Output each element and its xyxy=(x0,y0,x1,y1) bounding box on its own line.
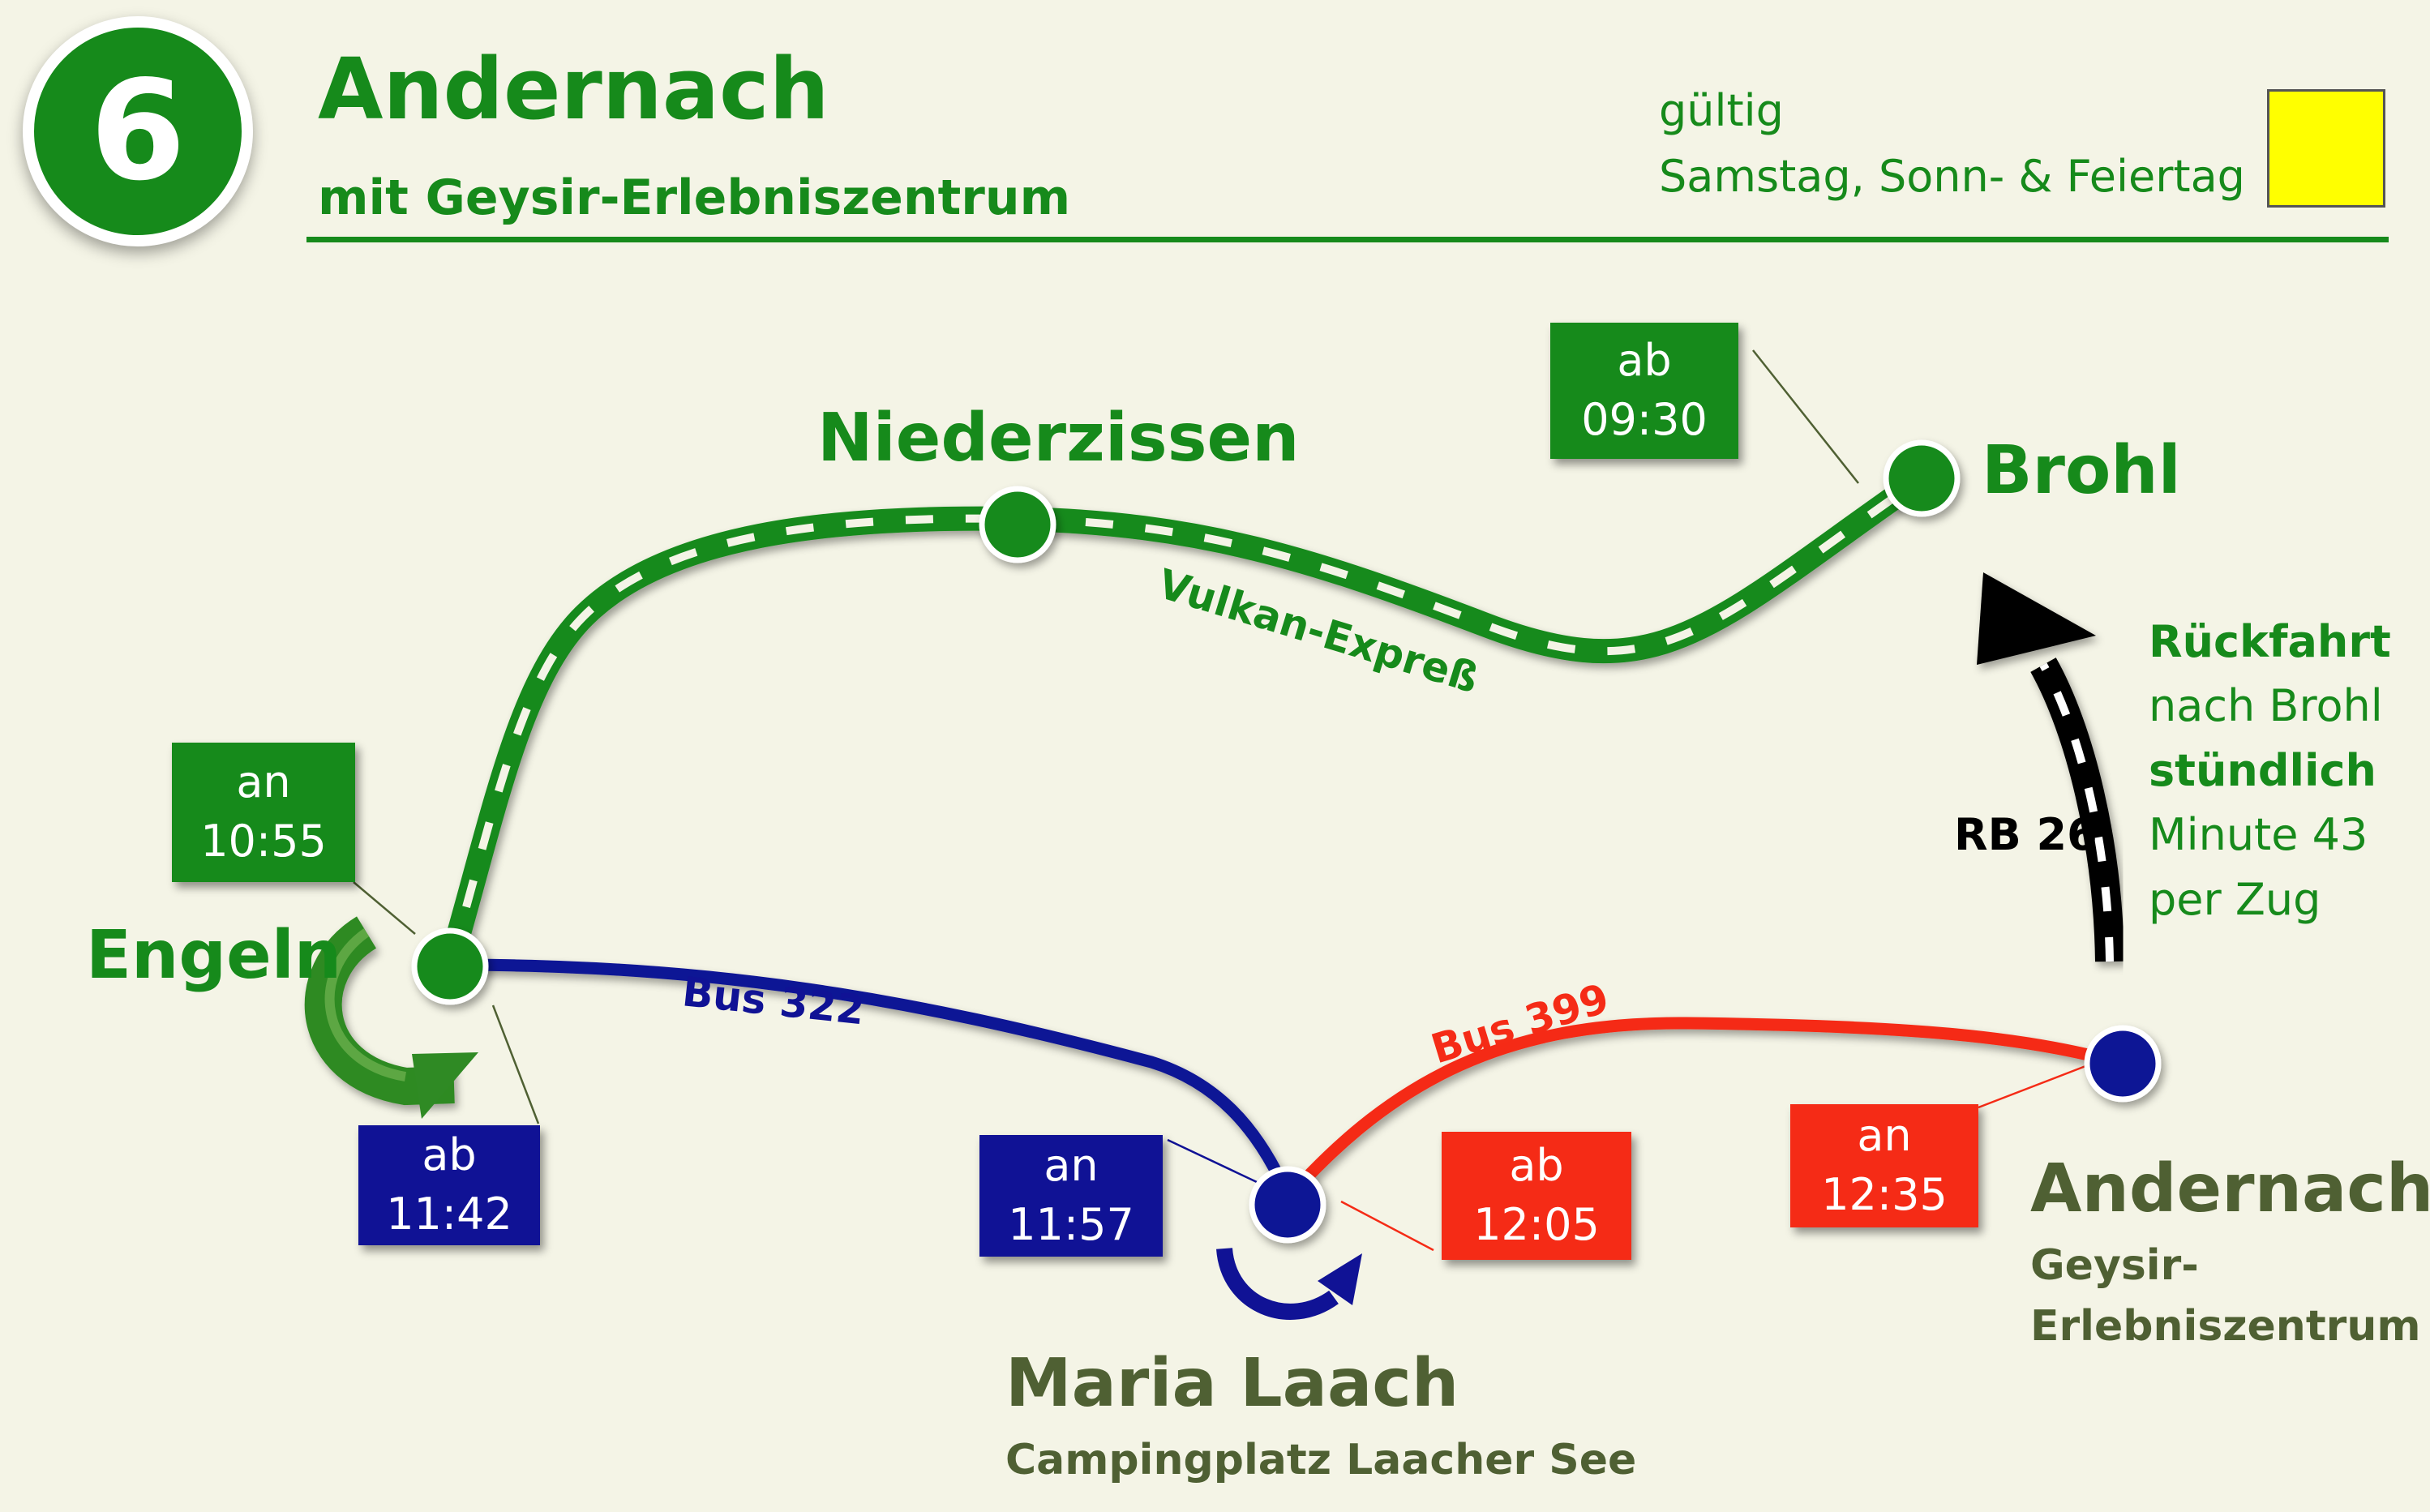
transfer-arrow-blue-icon xyxy=(1216,1247,1362,1320)
validity-days: Samstag, Sonn- & Feiertag xyxy=(1659,151,2245,202)
vulkan-express-line xyxy=(438,468,1929,969)
station-node-brohl[interactable] xyxy=(1883,439,1961,517)
header-rule xyxy=(306,237,2389,242)
rb-26-label: RB 26 xyxy=(1954,809,2098,860)
station-node-maria-laach[interactable] xyxy=(1249,1166,1326,1244)
return-trip-note: Rückfahrt nach Brohl stündlich Minute 43… xyxy=(2149,610,2391,932)
leader-maria-arr xyxy=(1167,1138,1258,1184)
bus-399-label: Bus 399 xyxy=(1426,974,1614,1073)
bus-322-line xyxy=(449,958,1292,1195)
station-node-niederzissen[interactable] xyxy=(979,486,1056,563)
return-line2: nach Brohl xyxy=(2149,680,2383,732)
time-type: ab xyxy=(1617,335,1672,387)
route-number-badge: 6 xyxy=(23,16,253,246)
time-type: an xyxy=(1857,1110,1912,1162)
bus-322-label: Bus 322 xyxy=(680,968,867,1034)
time-value: 12:35 xyxy=(1821,1169,1948,1220)
page-title: Andernach xyxy=(318,40,829,139)
time-box-maria-laach-dep: ab 12:05 xyxy=(1442,1132,1631,1260)
station-node-andernach[interactable] xyxy=(2084,1025,2162,1103)
time-box-brohl-dep: ab 09:30 xyxy=(1550,323,1738,459)
time-value: 09:30 xyxy=(1581,394,1708,445)
time-value: 10:55 xyxy=(200,816,327,867)
leader-maria-dep xyxy=(1340,1200,1434,1252)
time-box-andernach-arr: an 12:35 xyxy=(1790,1104,1978,1227)
return-line1: Rückfahrt xyxy=(2149,616,2391,667)
station-brohl: Brohl xyxy=(1982,432,2181,509)
time-type: an xyxy=(236,756,291,808)
return-line3: stündlich xyxy=(2149,744,2376,796)
station-node-engeln[interactable] xyxy=(411,927,489,1005)
time-type: an xyxy=(1044,1140,1099,1192)
page-subtitle: mit Geysir-Erlebniszentrum xyxy=(318,169,1071,226)
vulkan-express-label: Vulkan-Expreß xyxy=(1152,560,1484,702)
time-box-engeln-dep: ab 11:42 xyxy=(358,1125,540,1245)
time-type: ab xyxy=(422,1129,477,1181)
time-box-engeln-arr: an 10:55 xyxy=(172,743,355,882)
validity-text: gültig Samstag, Sonn- & Feiertag xyxy=(1659,78,2245,209)
return-line5: per Zug xyxy=(2149,873,2321,925)
time-value: 11:57 xyxy=(1008,1199,1134,1250)
time-value: 11:42 xyxy=(386,1189,512,1240)
station-maria-laach-sub: Campingplatz Laacher See xyxy=(1005,1436,1637,1484)
return-line4: Minute 43 xyxy=(2149,809,2368,861)
station-andernach-sub-line2: Erlebniszentrum xyxy=(2030,1302,2421,1351)
leader-andernach xyxy=(1978,1062,2093,1109)
station-andernach-sub-line1: Geysir- xyxy=(2030,1241,2199,1290)
validity-color-swatch xyxy=(2267,89,2385,208)
station-niederzissen: Niederzissen xyxy=(817,400,1300,477)
bus-399-line xyxy=(1284,1017,2125,1201)
station-maria-laach: Maria Laach xyxy=(1005,1345,1459,1422)
station-engeln: Engeln xyxy=(86,917,342,994)
transfer-arrow-green-icon xyxy=(304,916,478,1119)
time-box-maria-laach-arr: an 11:57 xyxy=(979,1135,1163,1257)
time-value: 12:05 xyxy=(1473,1199,1600,1250)
station-andernach: Andernach xyxy=(2030,1150,2430,1227)
leader-lines xyxy=(353,349,1859,1124)
validity-label: gültig xyxy=(1659,85,1784,136)
time-type: ab xyxy=(1509,1140,1564,1192)
station-andernach-sub: Geysir- Erlebniszentrum xyxy=(2030,1236,2421,1358)
return-arrow-icon xyxy=(1977,572,2124,962)
